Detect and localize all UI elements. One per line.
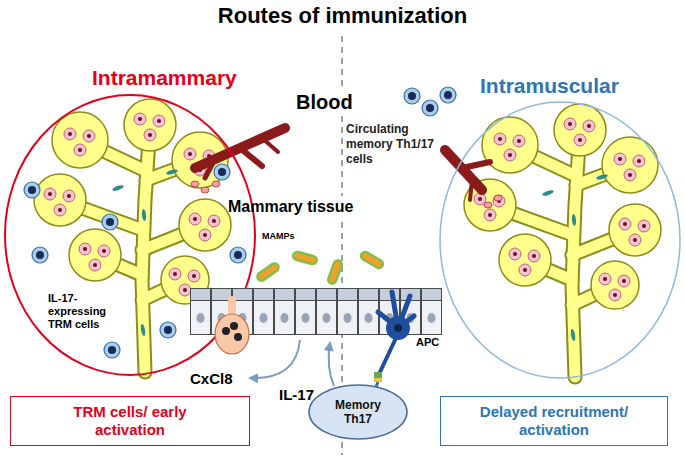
route-heading: Intramuscular [480,74,619,98]
node-text: Delayed recruitment/ activation [462,403,647,439]
signal-arrow [250,340,334,386]
neutrophil [215,300,249,354]
ellipse-shape [309,385,407,439]
intramuscular-outline [440,102,680,378]
blood-vessel [195,128,490,200]
outcome-box: Delayed recruitment/ activation [440,396,668,446]
compartment-label: Blood [296,91,353,114]
signal-label: IL-17 [279,386,314,403]
cell-label: APC [416,336,439,349]
node-text: Memory Th17 [326,398,390,427]
mammary-gland [464,104,661,377]
title: Routes of immunization [0,3,685,29]
cell-label: Circulating memory Th1/17 cells [346,122,438,167]
signal-label: CxCl8 [190,370,233,387]
circulating-cells [404,87,456,116]
compartment-label: Mammary tissue [228,198,353,216]
intramammary-outline [5,95,255,375]
memory-cell: Memory Th17 [308,384,408,440]
cell-label: IL-17-expressing TRM cells [48,292,114,332]
route-heading: Intramammary [92,66,237,90]
pathogen-label: MAMPs [262,231,295,241]
bacteria [256,251,385,285]
apc-cell [374,292,414,387]
outcome-box: TRM cells/ early activation [10,396,250,446]
node-text: TRM cells/ early activation [55,403,205,439]
